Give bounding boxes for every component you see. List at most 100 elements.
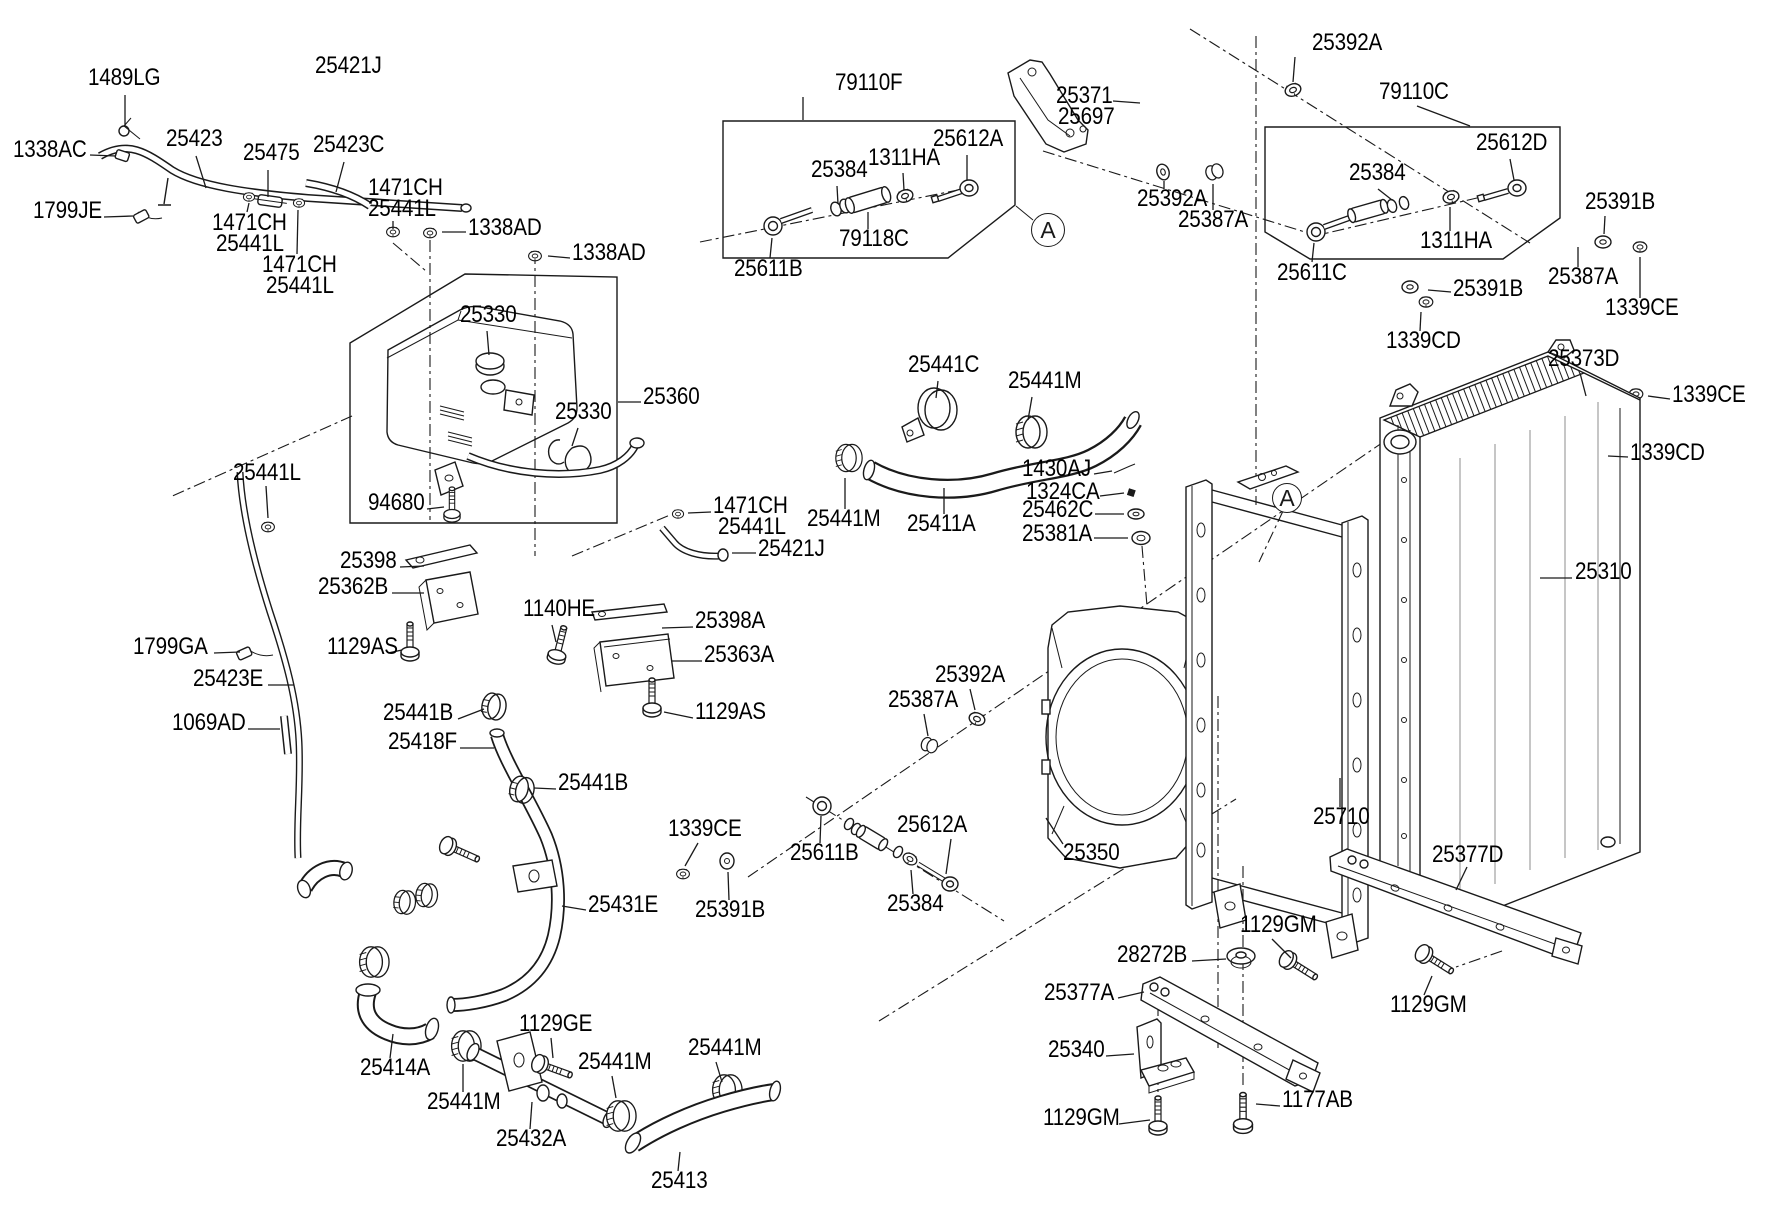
- part-label-25387A: 25387A: [1178, 206, 1249, 233]
- lower-pipes-group: [296, 690, 782, 1154]
- part-label-25441L: 25441L: [368, 195, 436, 222]
- part-label-25441M: 25441M: [427, 1088, 501, 1115]
- part-label-25441L: 25441L: [216, 230, 284, 257]
- part-label-1489LG: 1489LG: [88, 64, 161, 91]
- part-label-1471CH: 1471CH: [368, 174, 443, 201]
- view-marker-A: A: [1031, 213, 1065, 247]
- part-label-1471CH: 1471CH: [212, 209, 287, 236]
- part-label-25710: 25710: [1313, 803, 1370, 830]
- part-label-25392A: 25392A: [1312, 29, 1383, 56]
- part-label-1339CE: 1339CE: [1605, 294, 1679, 321]
- part-label-1129GM: 1129GM: [1043, 1104, 1120, 1131]
- part-label-1471CH: 1471CH: [262, 251, 337, 278]
- part-label-25387A: 25387A: [888, 686, 959, 713]
- part-label-25414A: 25414A: [360, 1054, 431, 1081]
- part-label-25612D: 25612D: [1476, 129, 1548, 156]
- lower-mount-group: [1136, 848, 1583, 1136]
- upper-hose-group: [835, 387, 1151, 546]
- reservoir-drain-pipe: [235, 471, 303, 859]
- part-label-1339CE: 1339CE: [668, 815, 742, 842]
- part-label-25384: 25384: [1349, 159, 1406, 186]
- isolator-bolt-set: [676, 796, 959, 892]
- part-label-25441M: 25441M: [1008, 367, 1082, 394]
- part-label-25387A: 25387A: [1548, 263, 1619, 290]
- part-label-1129AS: 1129AS: [327, 633, 398, 660]
- part-label-25423C: 25423C: [313, 131, 385, 158]
- part-label-25392A: 25392A: [1137, 185, 1208, 212]
- part-label-25371: 25371: [1056, 82, 1113, 109]
- part-label-1311HA: 1311HA: [1420, 227, 1493, 254]
- part-label-1339CD: 1339CD: [1630, 439, 1705, 466]
- part-label-25441M: 25441M: [688, 1034, 762, 1061]
- part-label-1129GM: 1129GM: [1240, 911, 1317, 938]
- part-label-79110C: 79110C: [1379, 78, 1449, 105]
- bracket-25371: [1007, 59, 1304, 183]
- part-label-25431E: 25431E: [588, 891, 659, 918]
- part-label-1140HE: 1140HE: [523, 595, 596, 622]
- part-label-25363A: 25363A: [704, 641, 775, 668]
- part-label-25441M: 25441M: [807, 505, 881, 532]
- part-label-25441M: 25441M: [578, 1048, 652, 1075]
- part-label-1129GE: 1129GE: [519, 1010, 593, 1037]
- part-label-25421J: 25421J: [758, 535, 825, 562]
- fan-guard-frame: [1185, 465, 1369, 959]
- part-label-25418F: 25418F: [388, 728, 457, 755]
- part-label-25423E: 25423E: [193, 665, 264, 692]
- part-label-25611B: 25611B: [790, 839, 859, 866]
- part-label-1339CE: 1339CE: [1672, 381, 1746, 408]
- part-label-25398: 25398: [340, 547, 397, 574]
- part-label-28272B: 28272B: [1117, 941, 1188, 968]
- part-label-1324CA: 1324CA: [1026, 478, 1100, 505]
- reservoir-tank-group: [261, 227, 645, 533]
- part-label-25612A: 25612A: [897, 811, 968, 838]
- part-label-25391B: 25391B: [695, 896, 766, 923]
- leader-lines: [89, 56, 1671, 1172]
- part-label-25441B: 25441B: [558, 769, 629, 796]
- part-label-1311HA: 1311HA: [868, 144, 941, 171]
- part-label-25462C: 25462C: [1022, 496, 1094, 523]
- part-label-25413: 25413: [651, 1167, 708, 1194]
- part-label-1129AS: 1129AS: [695, 698, 766, 725]
- reservoir-feed-pipes: [98, 117, 472, 238]
- part-label-25384: 25384: [887, 890, 944, 917]
- part-label-25411A: 25411A: [907, 510, 976, 537]
- kit-79110C: [1264, 126, 1561, 260]
- part-label-25441C: 25441C: [908, 351, 980, 378]
- part-label-1338AD: 1338AD: [468, 214, 542, 241]
- part-label-25432A: 25432A: [496, 1125, 567, 1152]
- part-label-25423: 25423: [166, 125, 223, 152]
- part-label-1338AD: 1338AD: [572, 239, 646, 266]
- part-label-25441B: 25441B: [383, 699, 454, 726]
- part-label-79118C: 79118C: [839, 225, 909, 252]
- part-label-25362B: 25362B: [318, 573, 389, 600]
- part-label-1799GA: 1799GA: [133, 633, 208, 660]
- part-label-25398A: 25398A: [695, 607, 766, 634]
- part-label-25360: 25360: [643, 383, 700, 410]
- part-label-25611C: 25611C: [1277, 259, 1347, 286]
- part-label-25381A: 25381A: [1022, 520, 1093, 547]
- part-label-25441L: 25441L: [718, 513, 786, 540]
- part-label-79110F: 79110F: [835, 69, 903, 96]
- part-label-1339CD: 1339CD: [1386, 327, 1461, 354]
- part-label-25475: 25475: [243, 139, 300, 166]
- mid-small-pipe: [659, 509, 988, 755]
- part-label-25441L: 25441L: [266, 272, 334, 299]
- part-label-25391B: 25391B: [1585, 188, 1656, 215]
- part-label-1471CH: 1471CH: [713, 492, 788, 519]
- part-label-1069AD: 1069AD: [172, 709, 246, 736]
- part-label-25384: 25384: [811, 156, 868, 183]
- part-label-1430AJ: 1430AJ: [1022, 455, 1091, 482]
- part-label-25340: 25340: [1048, 1036, 1105, 1063]
- kit-79110F: [722, 120, 1034, 259]
- part-label-25441L: 25441L: [233, 459, 301, 486]
- part-label-25612A: 25612A: [933, 125, 1004, 152]
- part-label-1799JE: 1799JE: [33, 197, 102, 224]
- part-label-25330: 25330: [460, 301, 517, 328]
- part-label-25377D: 25377D: [1432, 841, 1504, 868]
- part-label-94680: 94680: [368, 489, 425, 516]
- part-label-25373D: 25373D: [1548, 345, 1620, 372]
- part-label-25421J: 25421J: [315, 52, 382, 79]
- part-label-25611B: 25611B: [734, 255, 803, 282]
